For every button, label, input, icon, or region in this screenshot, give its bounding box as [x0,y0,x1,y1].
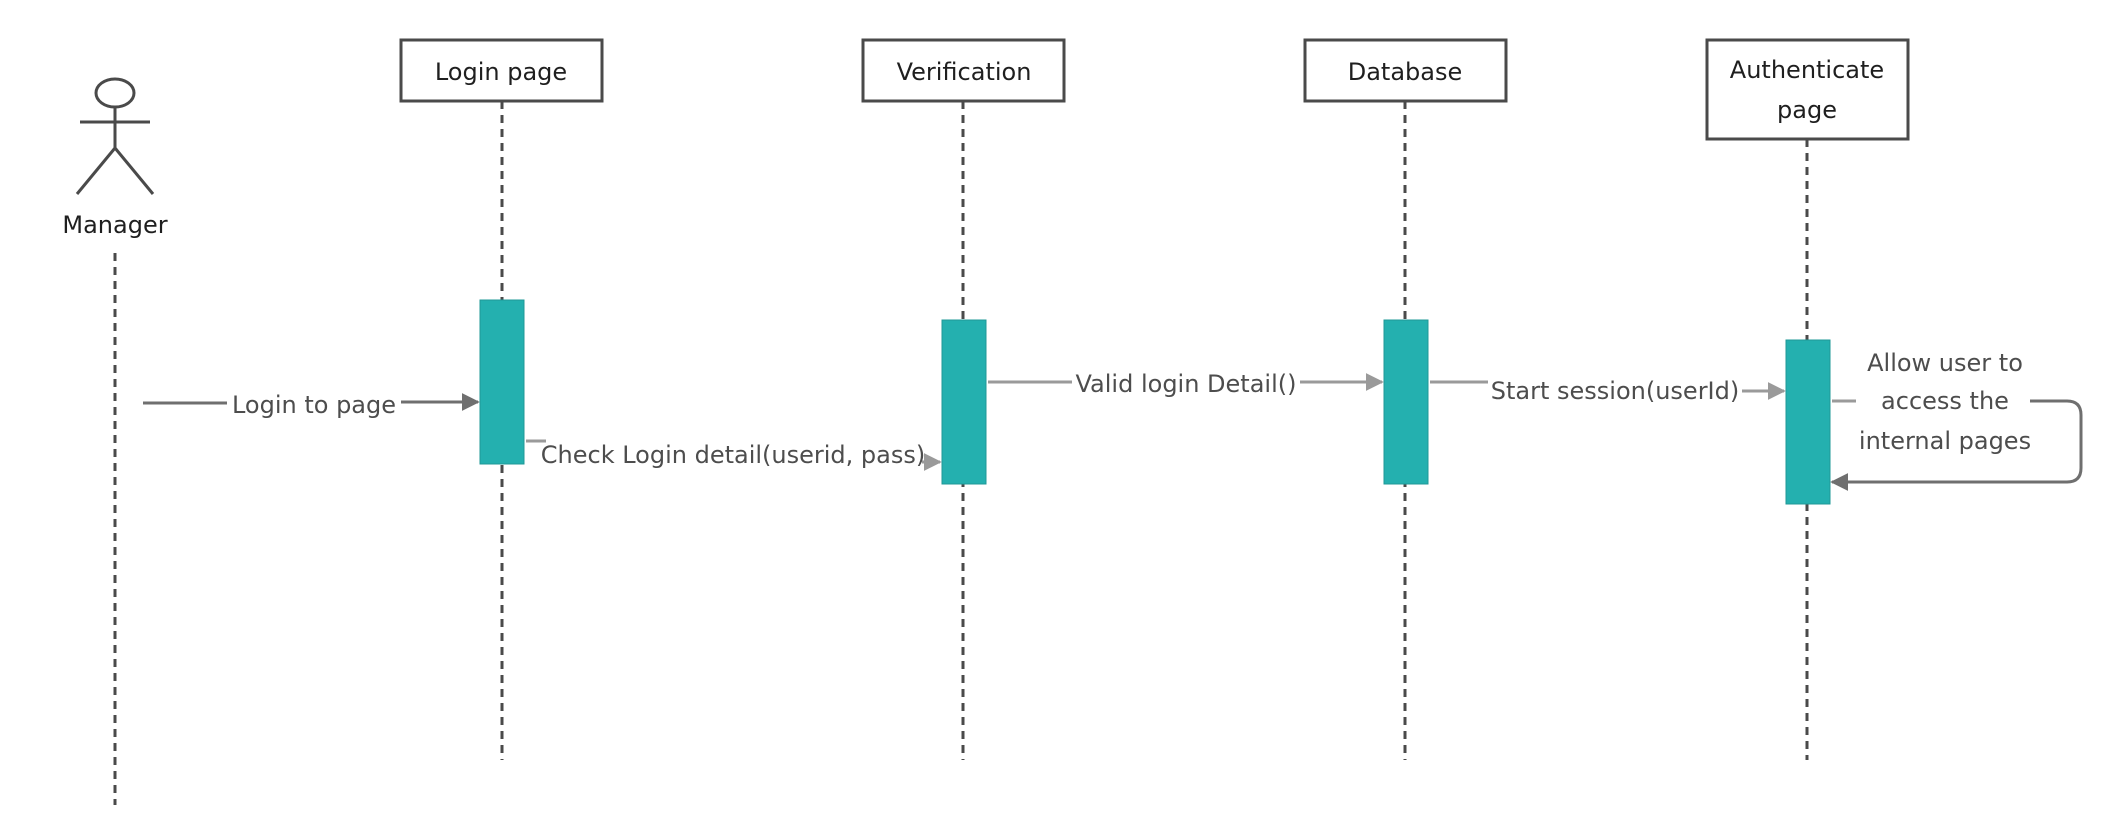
lifeline-database: Database [1303,38,1508,760]
actor-manager: Manager [62,77,168,805]
lifeline-title-line1: Authenticate [1730,56,1884,84]
message-allow-user-self-call: Allow user to access the internal pages [1830,349,2083,491]
message-label-line1: Allow user to [1867,349,2023,377]
lifeline-header [399,38,604,103]
lifeline-title-line2: page [1777,96,1837,124]
message-label: Login to page [232,391,396,419]
lifeline-title: Database [1348,58,1463,86]
lifeline-header [861,38,1066,103]
lifeline-title: Verification [897,58,1032,86]
message-start-session: Start session(userId) [1430,377,1786,405]
activation-bar [479,299,525,465]
lifeline-authenticate-page: Authenticate page [1705,38,1910,760]
lifeline-verification: Verification [861,38,1066,760]
activation-bar [1383,319,1429,485]
activation-bar [1785,339,1831,505]
message-valid-login-detail: Valid login Detail() [988,370,1384,398]
message-label-line2: access the [1881,387,2009,415]
message-check-login-detail: Check Login detail(userid, pass) [526,439,942,471]
lifeline-title: Login page [435,58,567,86]
actor-label: Manager [62,211,167,239]
activation-bar [941,319,987,485]
message-label: Valid login Detail() [1076,370,1297,398]
lifeline-header [1705,38,1910,141]
lifeline-login-page: Login page [399,38,604,760]
self-call-loop [1830,399,2083,491]
message-label-line3: internal pages [1859,427,2031,455]
message-login-to-page: Login to page [143,391,480,419]
stick-figure-icon [75,77,155,195]
message-label: Check Login detail(userid, pass) [541,441,925,469]
message-label: Start session(userId) [1491,377,1739,405]
